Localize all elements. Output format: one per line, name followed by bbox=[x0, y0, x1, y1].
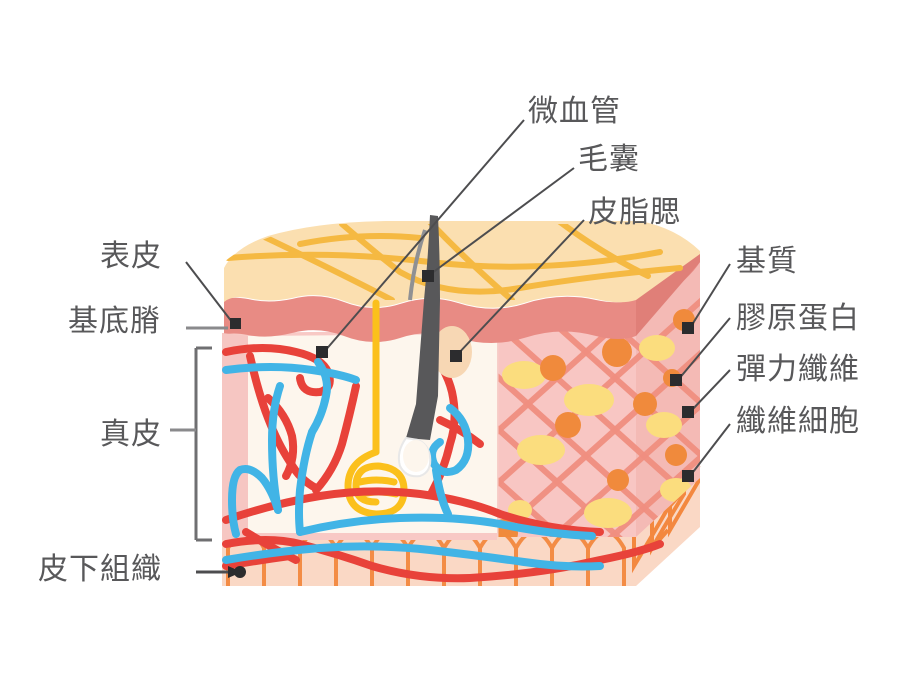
leader-follicle bbox=[427, 167, 575, 277]
label-capillary: 微血管 bbox=[528, 94, 621, 129]
label-collagen: 膠原蛋白 bbox=[736, 301, 860, 336]
label-subcutaneous-tissue: 皮下組織 bbox=[38, 552, 162, 587]
label-sebaceous-gland: 皮脂腮 bbox=[588, 195, 681, 230]
leader-dot-epidermis bbox=[230, 318, 241, 329]
epidermis-layer bbox=[224, 252, 700, 343]
ground-substance-cells bbox=[502, 335, 692, 528]
label-hair-follicle: 毛囊 bbox=[578, 142, 640, 177]
skin-block bbox=[222, 215, 701, 586]
leader-capillary bbox=[323, 119, 525, 353]
leader-elastic-fiber bbox=[689, 369, 731, 413]
leader-lines bbox=[170, 119, 731, 578]
leader-dot-sebaceous bbox=[450, 350, 462, 362]
leader-dot-subcutis bbox=[234, 566, 246, 578]
label-ground-substance: 基質 bbox=[736, 244, 798, 279]
bracket-dermis bbox=[194, 346, 212, 542]
leader-collagen bbox=[677, 317, 731, 381]
label-dermis: 真皮 bbox=[100, 417, 162, 452]
leader-epidermis bbox=[185, 261, 233, 323]
vein-network bbox=[222, 358, 604, 571]
label-epidermis: 表皮 bbox=[100, 239, 162, 274]
leader-dot-follicle bbox=[422, 270, 434, 282]
leader-sebaceous bbox=[455, 219, 585, 357]
leader-dot-capillary bbox=[316, 346, 328, 358]
label-elastic-fiber: 彈力纖維 bbox=[736, 352, 860, 387]
label-basement-membrane: 基底膌 bbox=[68, 304, 161, 339]
leader-ground-substance bbox=[689, 263, 731, 329]
label-fibrocyte: 纖維細胞 bbox=[736, 404, 860, 439]
leader-dot-fibrocyte bbox=[682, 470, 694, 482]
leader-dot-collagen bbox=[670, 374, 682, 386]
leader-dot-ground-substance bbox=[682, 322, 694, 334]
leader-dot-elastic-fiber bbox=[682, 406, 694, 418]
dermis-left-face bbox=[222, 333, 248, 540]
skin-surface bbox=[224, 221, 700, 308]
leader-fibrocyte bbox=[689, 423, 731, 477]
